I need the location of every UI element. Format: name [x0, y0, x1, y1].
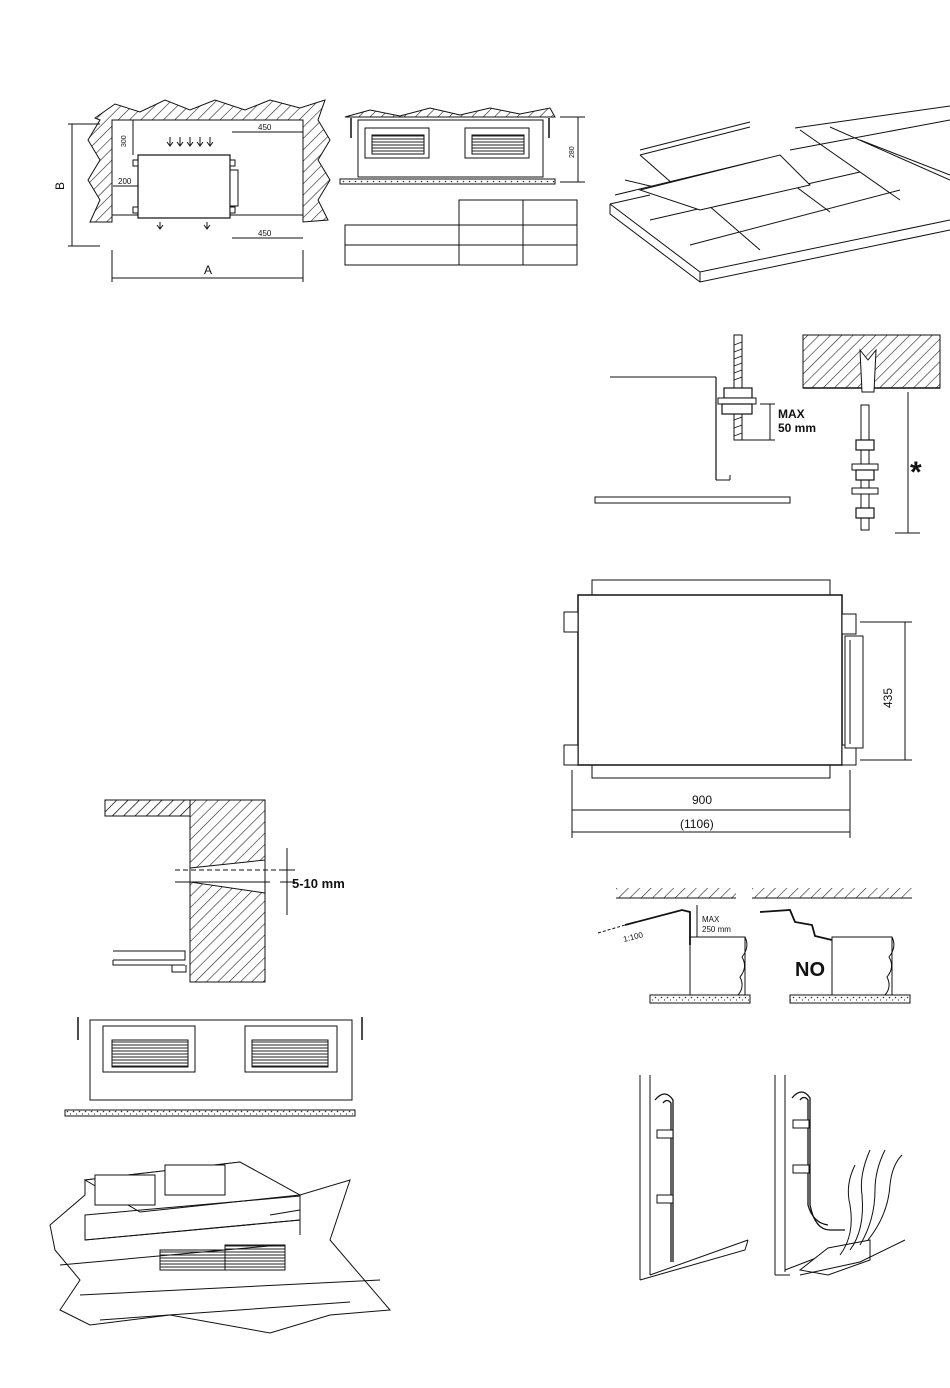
- clearance-label-a: A: [204, 263, 212, 277]
- clearance-label-b: B: [53, 182, 67, 190]
- drain-slope-figure: 1:100 MAX 250 mm NO: [598, 888, 912, 1003]
- rod-mount-figure: MAX 50 mm *: [595, 335, 940, 533]
- rod-max-label: MAX: [778, 407, 805, 421]
- clearance-dim-right-top: 450: [258, 123, 272, 132]
- side-view-figure: 280: [340, 108, 585, 265]
- plan-dim-width-total: (1106): [680, 817, 714, 831]
- drain-max-label: MAX: [702, 915, 720, 924]
- plan-dimension-figure: 435 900 (1106): [564, 580, 912, 838]
- wall-hole-figure: 5-10 mm: [105, 800, 345, 982]
- plan-dim-width: 900: [692, 793, 712, 807]
- drain-max-value: 250 mm: [702, 925, 731, 934]
- ceiling-grid-figure: [610, 106, 950, 282]
- pipe-routing-figure: [640, 1075, 905, 1280]
- drain-no-label: NO: [795, 959, 825, 981]
- rod-max-value: 50 mm: [778, 421, 816, 435]
- drain-slope-ratio: 1:100: [622, 930, 644, 944]
- blank-table: [345, 200, 577, 265]
- ceiling-install-figure: [50, 1162, 390, 1333]
- wall-slope-label: 5-10 mm: [292, 876, 345, 891]
- rod-asterisk: *: [910, 456, 922, 489]
- clearance-dim-top: 300: [121, 135, 128, 147]
- side-view-large-figure: [65, 1017, 362, 1116]
- clearance-dim-right-bottom: 450: [258, 229, 272, 238]
- plan-dim-height: 435: [881, 688, 895, 708]
- side-view-dim-height: 280: [569, 146, 576, 158]
- clearance-dim-left: 200: [118, 177, 132, 186]
- clearance-plan-figure: 300 450 200 450 B A: [53, 100, 330, 282]
